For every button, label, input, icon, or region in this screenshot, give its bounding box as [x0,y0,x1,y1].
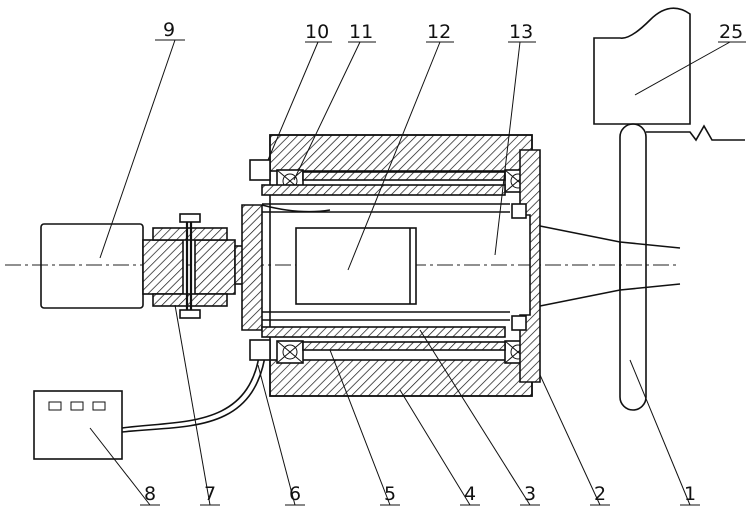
label-12: 12 [427,21,451,43]
label-6: 6 [289,483,301,505]
label-4: 4 [464,483,476,505]
label-5: 5 [384,483,396,505]
label-2: 2 [594,483,606,505]
signal-line [646,124,745,142]
sensor-box [593,7,691,125]
coupling [142,213,236,319]
cable [121,349,261,429]
end-cap [519,149,541,383]
label-10: 10 [305,21,329,43]
inner-sleeve [261,171,510,351]
end-plate [241,204,263,331]
label-13: 13 [509,21,533,43]
motor-body [40,223,144,309]
label-25: 25 [719,21,743,43]
label-1: 1 [684,483,696,505]
label-7: 7 [204,483,216,505]
label-3: 3 [524,483,536,505]
label-9: 9 [163,19,175,41]
outer-housing [269,134,533,397]
label-11: 11 [349,21,373,43]
controller-box [33,390,123,460]
bearing-left-bottom [276,340,304,364]
taper-nose [539,225,681,307]
label-8: 8 [144,483,156,505]
rotor-inner [295,227,417,305]
